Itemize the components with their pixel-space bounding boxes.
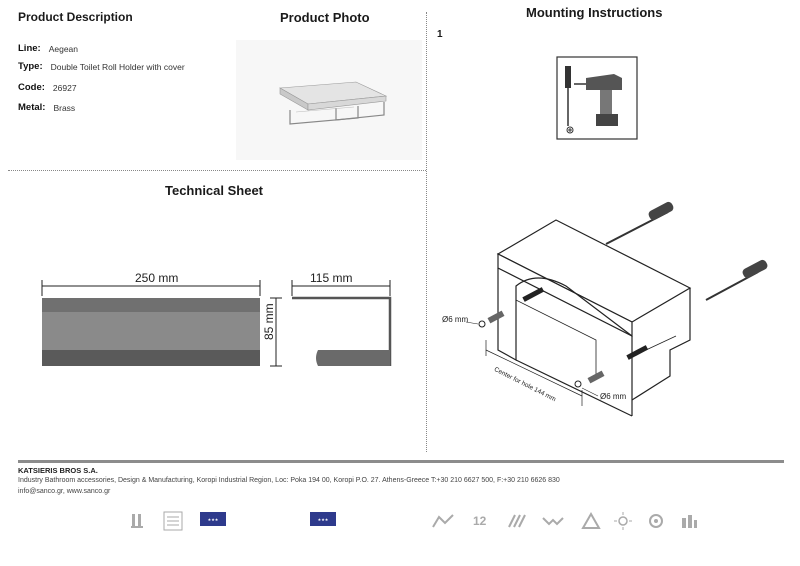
footer-contact: info@sanco.gr, www.sanco.gr	[18, 488, 111, 495]
spec-line-value: Aegean	[48, 44, 79, 54]
bars-logo	[678, 510, 700, 532]
award-logo	[430, 510, 456, 532]
recycle-logo	[580, 510, 602, 532]
warranty-logo: 12	[470, 510, 494, 532]
sun-logo	[612, 510, 634, 532]
spec-type-key: Type:	[18, 61, 43, 72]
eu-flag-icon: ★★★	[200, 512, 226, 526]
spec-type: Type: Double Toilet Roll Holder with cov…	[18, 61, 185, 72]
height-dimension: 85 mm	[262, 303, 276, 340]
spec-code-value: 26927	[52, 83, 77, 93]
vertical-divider	[426, 12, 427, 452]
width-dimension: 250 mm	[135, 271, 179, 285]
technical-sheet-title: Technical Sheet	[165, 183, 264, 198]
iso-14001-badge: ★★★	[310, 512, 393, 526]
stripes-logo	[506, 510, 528, 532]
wave-logo	[540, 510, 566, 532]
spec-line: Line: Aegean	[18, 43, 78, 54]
spec-line-key: Line:	[18, 43, 41, 54]
anchor-diameter-right: Ø6 mm	[600, 392, 627, 401]
mounting-instructions-title: Mounting Instructions	[526, 5, 663, 20]
footer-rule	[18, 460, 784, 463]
spec-metal-key: Metal:	[18, 102, 46, 113]
product-photo-title: Product Photo	[280, 10, 370, 25]
spec-metal: Metal: Brass	[18, 102, 75, 113]
spec-type-value: Double Toilet Roll Holder with cover	[50, 62, 185, 72]
footer-company: KATSIERIS BROS S.A.	[18, 466, 98, 475]
anchor-diameter-left: Ø6 mm	[442, 315, 469, 324]
technical-drawing	[41, 280, 392, 367]
spec-code-key: Code:	[18, 82, 45, 93]
spec-code: Code: 26927	[18, 82, 77, 93]
quality-badge-logo	[162, 510, 184, 532]
product-photo	[236, 40, 422, 160]
mounting-diagram	[465, 201, 768, 417]
eu-flag-icon: ★★★	[310, 512, 336, 526]
spec-metal-value: Brass	[53, 103, 76, 113]
mounting-step-number: 1	[437, 29, 443, 40]
depth-dimension: 115 mm	[310, 271, 353, 285]
circle-logo	[646, 510, 666, 532]
tools-icon	[556, 56, 638, 140]
horizontal-divider	[8, 170, 426, 171]
footer-address: Industry Bathroom accessories, Design & …	[18, 477, 560, 484]
hotel-logo	[128, 510, 146, 532]
product-description-title: Product Description	[18, 10, 133, 24]
svg-text:12: 12	[473, 514, 487, 528]
iso-9001-badge: ★★★	[200, 512, 283, 526]
